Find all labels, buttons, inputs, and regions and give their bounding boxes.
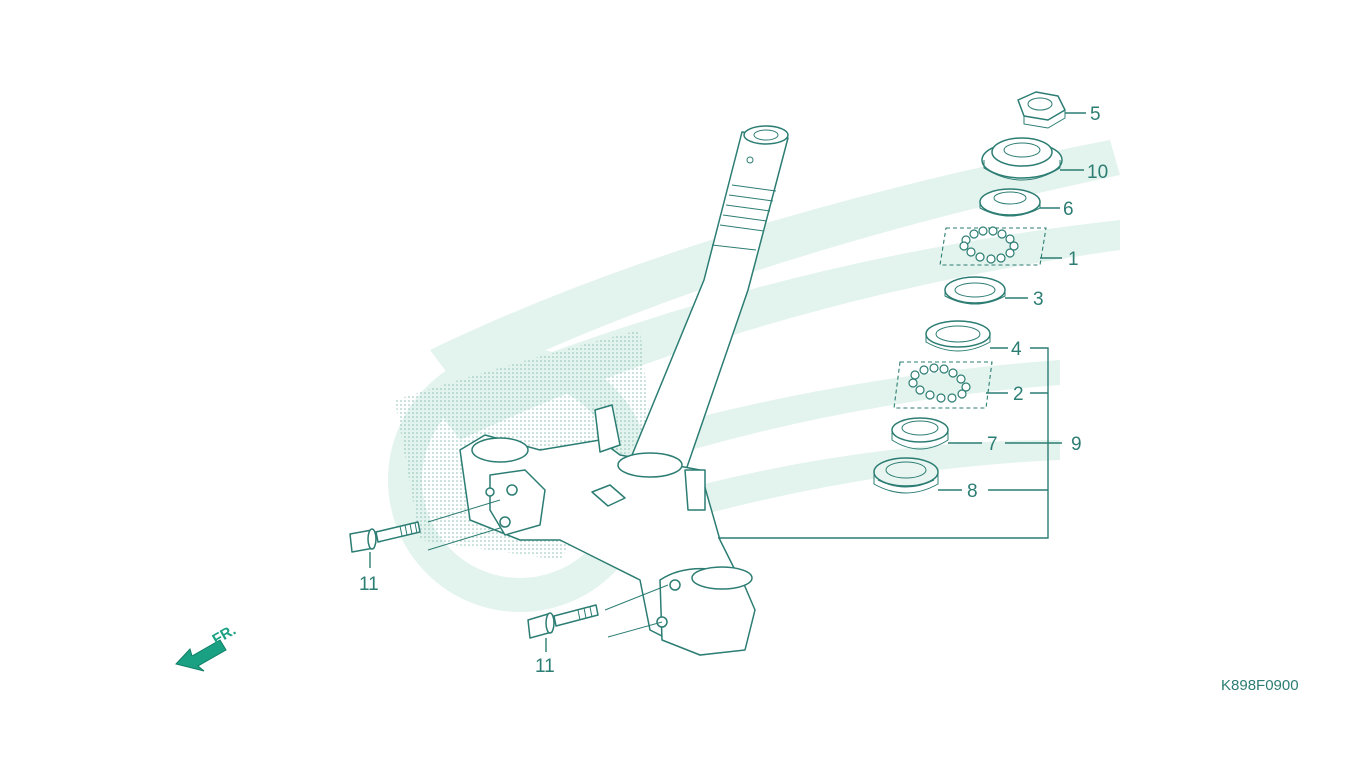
upper-outer-race xyxy=(925,320,991,352)
ball-ring-upper xyxy=(959,226,1019,264)
callout-10: 10 xyxy=(1087,162,1108,183)
steel-balls-lower xyxy=(893,361,993,409)
drawing-code: K898F0900 xyxy=(1221,677,1299,694)
callout-11-right: 11 xyxy=(535,656,555,677)
leader-lines xyxy=(369,112,1086,652)
callout-2: 2 xyxy=(1013,384,1024,405)
callout-5: 5 xyxy=(1090,104,1101,125)
top-cone-race xyxy=(979,188,1041,217)
callout-7: 7 xyxy=(987,434,998,455)
bottom-bridge xyxy=(459,404,756,656)
adjusting-nut xyxy=(981,137,1063,181)
front-direction-arrow-icon: FR. xyxy=(175,622,239,672)
lower-outer-race xyxy=(891,417,949,450)
hex-nut xyxy=(1017,91,1066,129)
steering-stem xyxy=(629,125,789,471)
bolt-left xyxy=(349,499,501,553)
callout-11-left: 11 xyxy=(359,574,379,595)
callout-3: 3 xyxy=(1033,289,1044,310)
ball-ring-lower xyxy=(908,363,971,403)
callout-8: 8 xyxy=(967,481,978,502)
callout-4: 4 xyxy=(1011,339,1022,360)
callout-1: 1 xyxy=(1068,249,1079,270)
bottom-cone-race xyxy=(873,457,939,494)
callout-9: 9 xyxy=(1071,434,1082,455)
bolt-right xyxy=(527,584,669,639)
steel-balls-upper xyxy=(939,226,1047,266)
top-ball-race xyxy=(944,276,1006,305)
callout-6: 6 xyxy=(1063,199,1074,220)
